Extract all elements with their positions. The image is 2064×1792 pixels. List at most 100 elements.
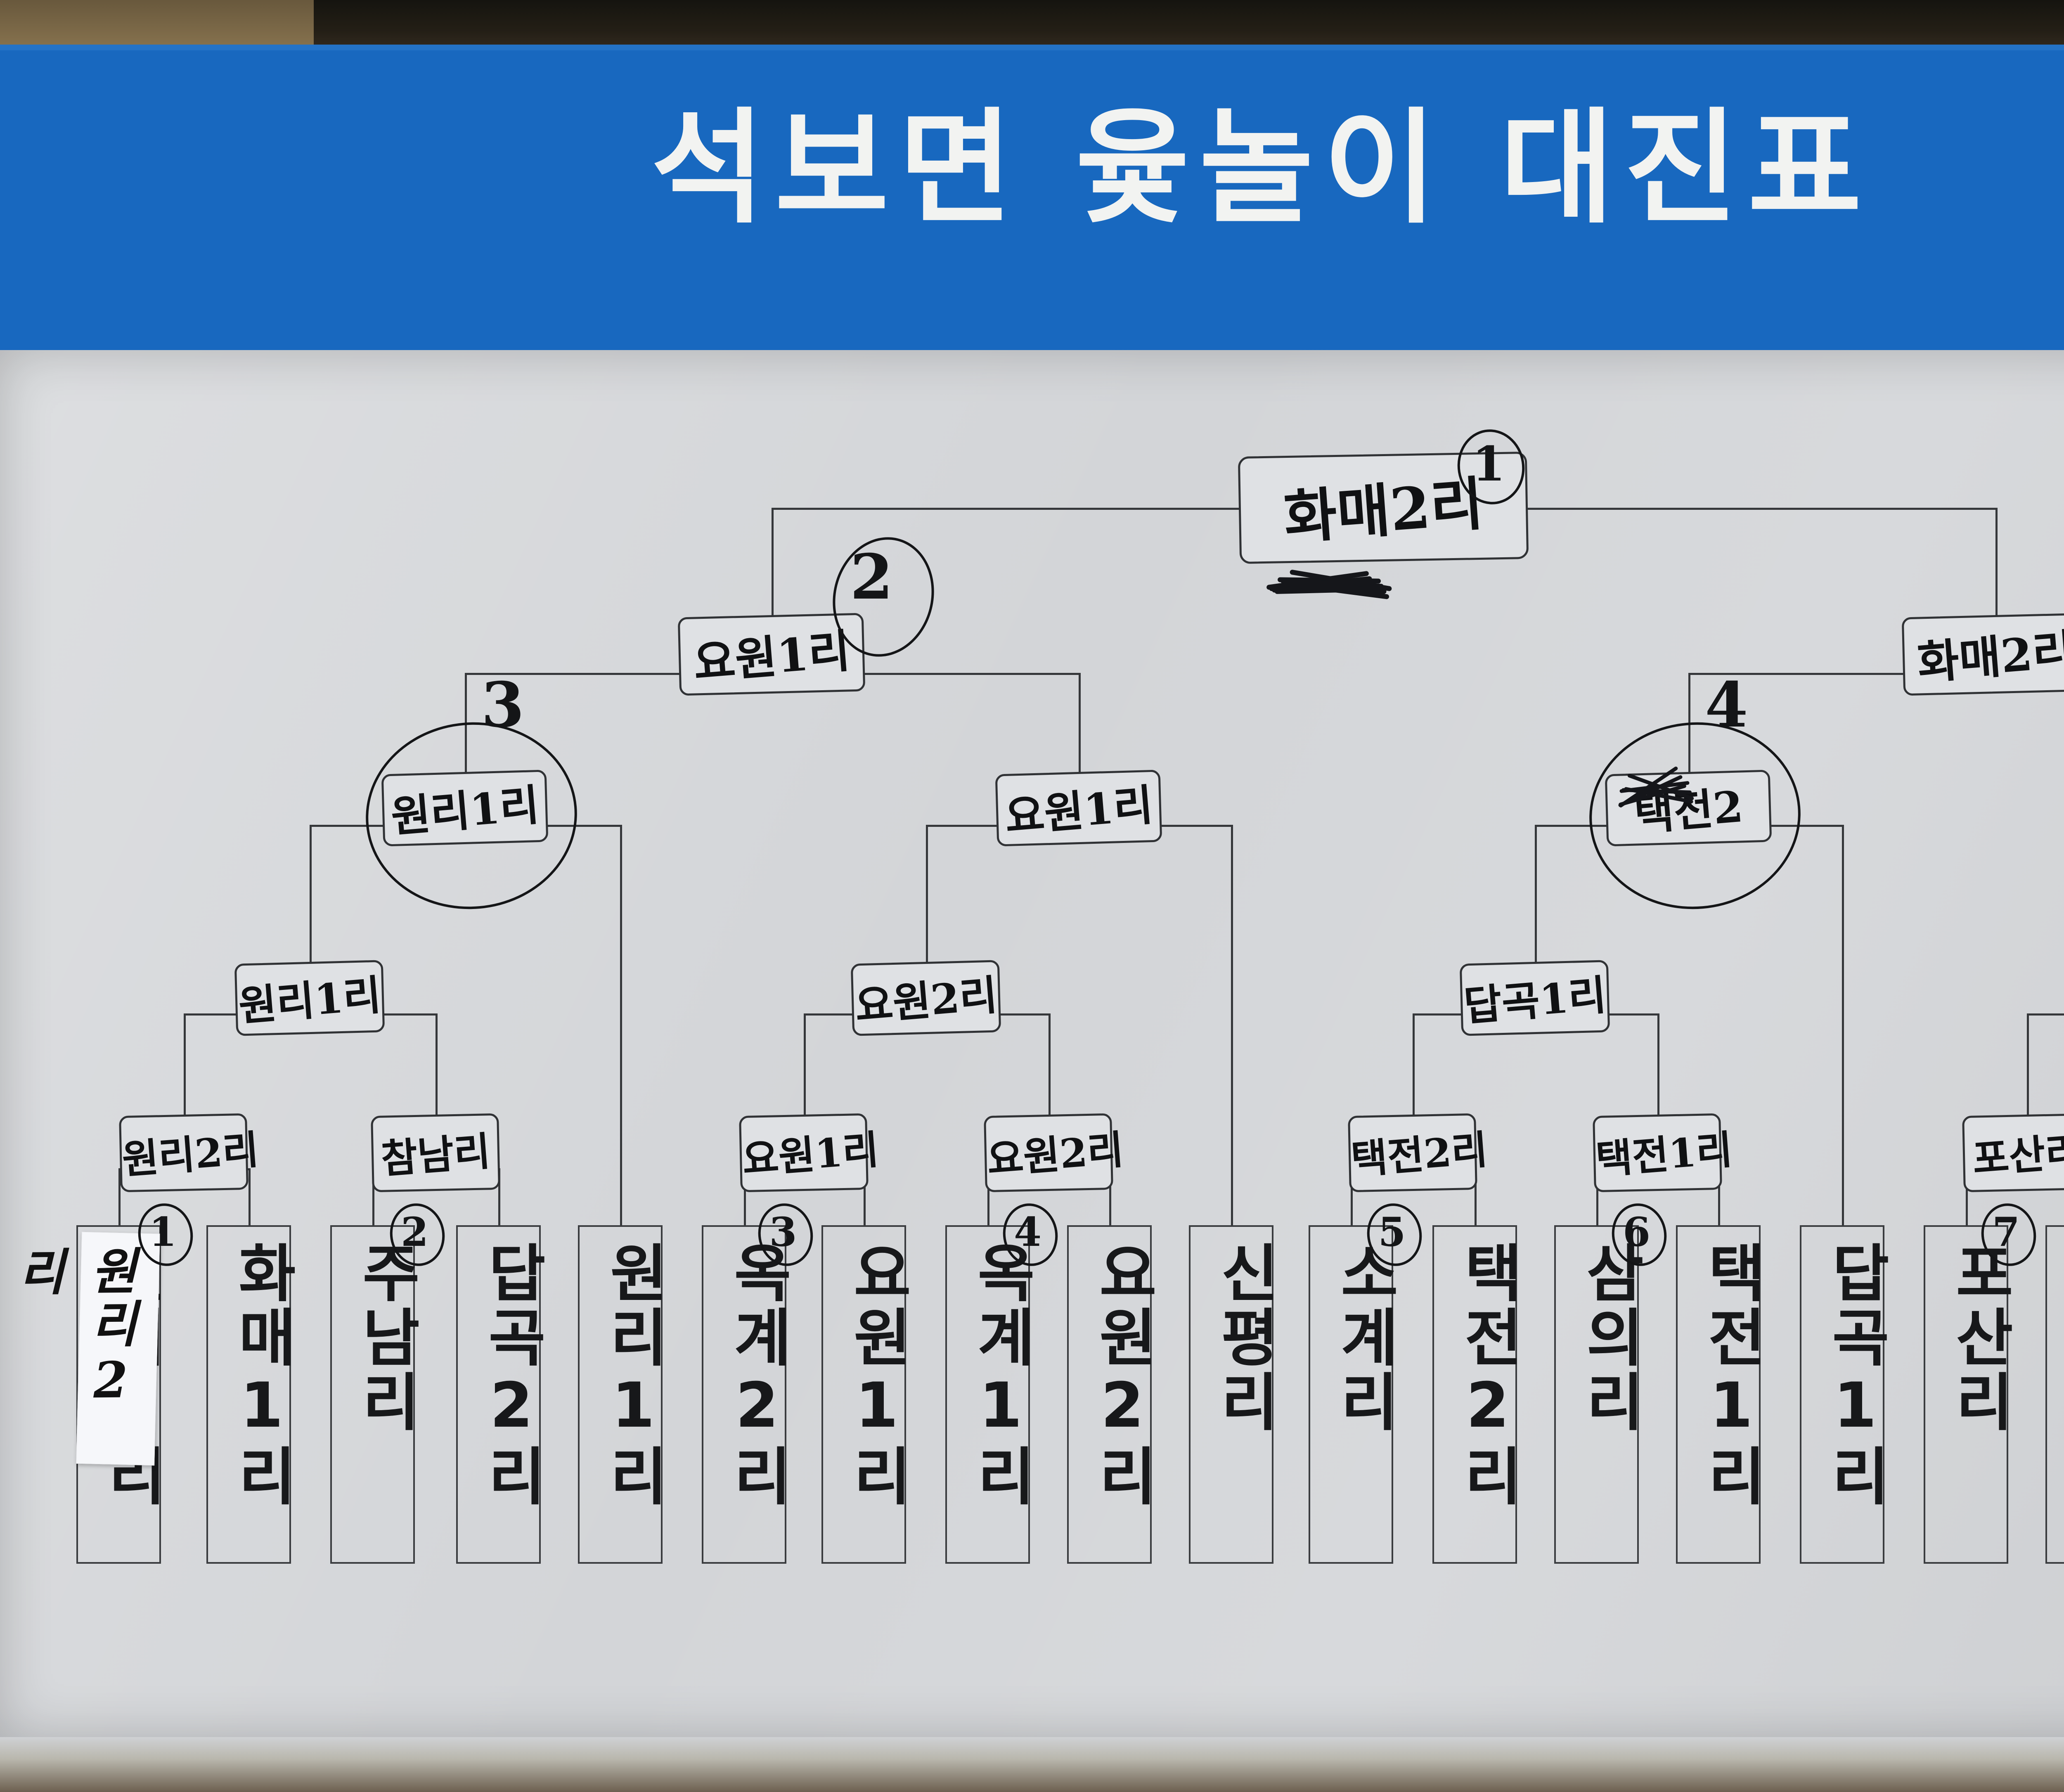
bracket-line (309, 825, 312, 906)
leaf-team-label: 포산리 (1943, 1241, 2015, 1434)
leaf-team-box: 택전2리 (1432, 1225, 1524, 1564)
hand-annotation-number: 3 (481, 669, 525, 741)
leaf-team-label: 지경리 (2047, 1241, 2064, 1434)
round2-winner-label: 요원2리 (853, 970, 999, 1031)
round1-winner-label: 요원1리 (740, 1126, 881, 1183)
bracket-line (1109, 1168, 1111, 1225)
round1-winner-slot: 요원2리 (983, 1113, 1125, 1193)
round1-winner-label: 택전2리 (1349, 1126, 1490, 1183)
leaf-team-box: 옥계1리 (945, 1225, 1037, 1564)
round1-winner-label: 참남리 (379, 1127, 492, 1183)
round4-winner-label: 화매2리 (1915, 624, 2064, 690)
round2-winner-label: 답곡1리 (1462, 970, 1608, 1031)
wood-beam (0, 0, 314, 46)
bracket-line (464, 710, 467, 772)
bracket-line (772, 551, 774, 615)
round1-winner-slot: 택전1리 (1592, 1113, 1734, 1193)
bracket-line (435, 1061, 438, 1115)
leaf-team-box: 지경리 (2045, 1225, 2064, 1564)
bracket-line (804, 1013, 806, 1063)
leaf-team-label: 택전1리 (1695, 1241, 1767, 1508)
bracket-line (2026, 1061, 2029, 1115)
bracket-line (183, 1013, 186, 1063)
leaf-team-box: 주남리 (330, 1225, 421, 1564)
struck-out-text (1610, 766, 1705, 833)
round3-winner-label: 요원1리 (1003, 779, 1155, 842)
round1-winner-label: 요원2리 (985, 1126, 1125, 1183)
leaf-team-box: 원리1리 (578, 1225, 669, 1564)
leaf-team-box: 옥계2리 (702, 1225, 793, 1564)
leaf-team-label: 옥계1리 (965, 1241, 1037, 1508)
bracket-line (1718, 1168, 1720, 1225)
leaf-team-box: 택전1리 (1676, 1225, 1767, 1564)
leaf-team-label: 주남리 (350, 1241, 421, 1434)
bracket-line (1351, 1168, 1353, 1225)
bracket-line (1413, 1013, 1415, 1063)
round1-winner-label: 원리2리 (120, 1126, 260, 1183)
bracket-line (987, 1168, 989, 1225)
rank-badge: 2 (385, 1199, 449, 1270)
bracket-line (498, 1168, 500, 1225)
rank-number: 2 (401, 1209, 428, 1255)
leaf-team-box: 삼의리 (1554, 1225, 1645, 1564)
bracket-line (1688, 710, 1691, 772)
round2-winner-slot: 원리1리 (234, 960, 385, 1036)
round1-winner-slot: 요원1리 (739, 1113, 881, 1193)
leaf-team-label: 화매1리 (226, 1241, 298, 1508)
leaf-team-label: 원리1리 (597, 1241, 669, 1508)
leaf-team-box: 답곡2리 (456, 1225, 547, 1564)
rank-badge: 1 (133, 1199, 197, 1270)
rank-badge: 4 (998, 1199, 1062, 1270)
leaf-team-box: 포산리 (1924, 1225, 2015, 1564)
round1-winner-label: 택전1리 (1594, 1126, 1734, 1183)
leaf-team-label: 요원1리 (841, 1241, 913, 1508)
bracket-line (464, 673, 467, 712)
bracket-line (435, 1013, 438, 1063)
rank-number: 6 (1623, 1209, 1650, 1255)
leaf-team-label: 요원2리 (1086, 1241, 1158, 1508)
round1-winner-slot: 원리2리 (118, 1113, 260, 1193)
bracket-line (1657, 1061, 1659, 1115)
banner-highlight (0, 45, 2064, 50)
leaf-team-box: 신평리 (1189, 1225, 1280, 1564)
round2-winner-slot: 요원2리 (851, 960, 1001, 1036)
bracket-line (1078, 710, 1081, 772)
rank-badge: 5 (1362, 1199, 1427, 1270)
bracket-line (1413, 1061, 1415, 1115)
rank-badge: 6 (1607, 1199, 1671, 1270)
champion-rank-badge: 1 (1452, 424, 1530, 509)
board-bottom-edge (0, 1737, 2064, 1792)
round1-winner-slot: 택전2리 (1348, 1113, 1490, 1193)
bracket-line (1688, 673, 1691, 712)
round1-winner-slot: 참남리 (370, 1113, 500, 1193)
leaf-team-box: 소계리 (1309, 1225, 1400, 1564)
bracket-line (2026, 1013, 2064, 1016)
bracket-line (1657, 1013, 1659, 1063)
bracket-line (772, 508, 774, 553)
leaf-team-label: 소계리 (1328, 1241, 1400, 1434)
hand-circle-mark (358, 713, 585, 918)
bracket-line (926, 904, 928, 962)
round2-winner-slot: 답곡1리 (1460, 960, 1610, 1036)
bracket-line (1475, 1168, 1477, 1225)
sticky-note: 원리2리 (8, 1231, 160, 1466)
leaf-team-label: 답곡2리 (476, 1241, 547, 1508)
sticky-note-text: 원리2리 (8, 1245, 140, 1413)
bracket-line (1596, 1168, 1598, 1225)
bracket-line (249, 1168, 251, 1225)
bracket-line (1688, 673, 2064, 675)
bracket-line (1995, 508, 1998, 553)
bracket-line (1048, 1013, 1051, 1063)
rank-number: 7 (1992, 1209, 2020, 1255)
rank-number: 1 (149, 1209, 177, 1255)
leaf-team-label: 삼의리 (1574, 1241, 1645, 1434)
round4-winner-slot: 화매2리 (1901, 613, 2064, 696)
bracket-board: 원리2리화매1리주남리답곡2리원리1리옥계2리요원1리옥계1리요원2리신평리소계… (0, 350, 2064, 1737)
bracket-line (1842, 825, 1844, 1225)
bracket-line (372, 1168, 374, 1225)
hand-annotation-number: 2 (850, 541, 893, 613)
hand-annotation-number: 4 (1705, 669, 1748, 741)
rank-number: 4 (1014, 1209, 1041, 1255)
bracket-line (744, 1168, 746, 1225)
